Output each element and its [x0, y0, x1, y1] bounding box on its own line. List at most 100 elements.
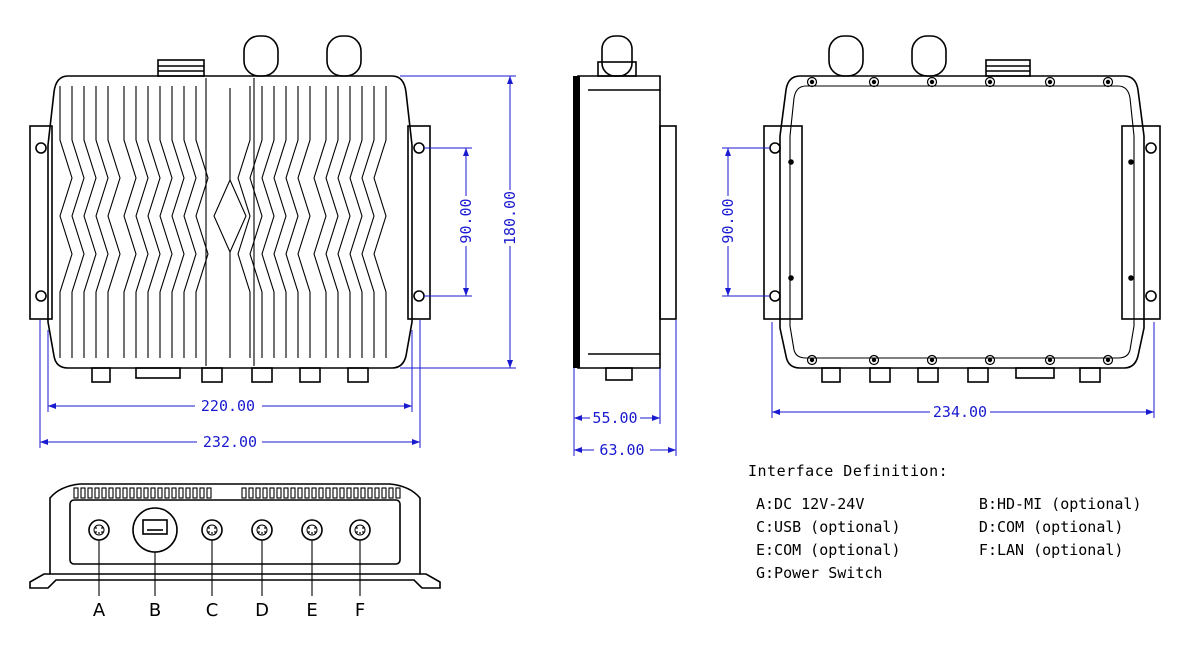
screw: [1102, 354, 1114, 366]
screw: [1044, 76, 1056, 88]
fin: [349, 86, 363, 358]
side-body-outline: [577, 75, 661, 369]
port-circular-inner: [93, 524, 105, 536]
vent-slot: [346, 487, 352, 499]
vent-slot: [318, 487, 324, 499]
fin: [59, 86, 73, 358]
interface-legend: Interface Definition: A:DC 12V-24V B:HD-…: [748, 462, 1168, 584]
vent-slot: [325, 487, 331, 499]
port-circular-inner: [354, 524, 366, 536]
vent-slot: [199, 487, 205, 499]
port-circular: [201, 519, 223, 541]
port-pin: [95, 527, 97, 529]
vent-slot: [255, 487, 261, 499]
antenna-left: [243, 35, 279, 77]
vent-slot: [185, 487, 191, 499]
rear-bracket-left: [763, 125, 803, 320]
fin: [313, 86, 327, 358]
port-circular: [301, 519, 323, 541]
port-view: [29, 483, 441, 589]
port-circular-inner: [206, 524, 218, 536]
port-pin: [214, 531, 216, 533]
vent-slot: [262, 487, 268, 499]
port-pin: [264, 531, 266, 533]
vent-slot: [360, 487, 366, 499]
port-label-e: E: [306, 600, 317, 621]
vent-slot: [101, 487, 107, 499]
base-connector: [299, 367, 321, 383]
base-connector: [251, 367, 273, 383]
port-view-outline: [49, 483, 421, 575]
screw-center: [1047, 79, 1053, 85]
vent-slot: [339, 487, 345, 499]
legend-item: G:Power Switch: [756, 563, 883, 582]
screw-center: [929, 357, 935, 363]
fin: [171, 86, 185, 358]
rear-antenna-right: [911, 35, 947, 77]
top-connector: [157, 59, 205, 77]
fin: [147, 86, 161, 358]
legend-row: A:DC 12V-24V B:HD-MI (optional): [748, 492, 1168, 515]
legend-item: A:DC 12V-24V: [756, 494, 865, 513]
port-circular-inner: [306, 524, 318, 536]
port-pin: [356, 527, 358, 529]
screw: [806, 354, 818, 366]
side-bracket: [659, 125, 677, 320]
screw-center: [1105, 357, 1111, 363]
port-pin: [314, 531, 316, 533]
legend-item: F:LAN (optional): [978, 540, 1124, 559]
legend-item: D:COM (optional): [978, 517, 1124, 536]
port-pin: [98, 532, 100, 534]
fin: [95, 86, 109, 358]
mount-hole: [35, 142, 47, 154]
rear-body-outline: [779, 75, 1145, 369]
fin: [297, 86, 311, 358]
vent-slot: [157, 487, 163, 499]
vent-slot: [283, 487, 289, 499]
vent-slot: [241, 487, 247, 499]
port-circular: [88, 519, 110, 541]
port-pin: [359, 532, 361, 534]
port-pin: [211, 532, 213, 534]
vent-slot: [269, 487, 275, 499]
port-connectors: [88, 507, 371, 596]
port-circular: [349, 519, 371, 541]
dim-front-inner-width: 220.00: [201, 397, 255, 415]
port-pin: [264, 527, 266, 529]
vent-slot: [297, 487, 303, 499]
vent-slot: [332, 487, 338, 499]
port-label-d: D: [255, 600, 269, 621]
screw-center: [929, 79, 935, 85]
port-pin: [311, 532, 313, 534]
port-pin: [308, 531, 310, 533]
dim-side-depth-outer: 63.00: [599, 441, 644, 459]
port-circular-inner: [256, 524, 268, 536]
side-view: [573, 35, 677, 381]
dimension-lines: [39, 75, 1155, 456]
port-pin: [261, 532, 263, 534]
dim-rear-outer-width: 234.00: [933, 403, 987, 421]
base-connector: [347, 367, 369, 383]
screw-center: [987, 357, 993, 363]
fin: [373, 86, 387, 358]
port-pin: [208, 527, 210, 529]
screw: [984, 76, 996, 88]
base-connector: [201, 367, 223, 383]
legend-row: C:USB (optional) D:COM (optional): [748, 515, 1168, 538]
bracket-left: [29, 125, 53, 320]
vent-slot: [129, 487, 135, 499]
fin: [285, 86, 299, 358]
front-body-outline: [47, 75, 413, 369]
vent-slot: [115, 487, 121, 499]
screw-center: [871, 79, 877, 85]
legend-row: E:COM (optional) F:LAN (optional): [748, 538, 1168, 561]
mount-hole: [413, 142, 425, 154]
screw: [1044, 354, 1056, 366]
fin: [83, 86, 97, 358]
fin: [183, 86, 197, 358]
dim-front-height: 180.00: [501, 191, 519, 245]
screw-center: [1047, 357, 1053, 363]
screw: [926, 76, 938, 88]
